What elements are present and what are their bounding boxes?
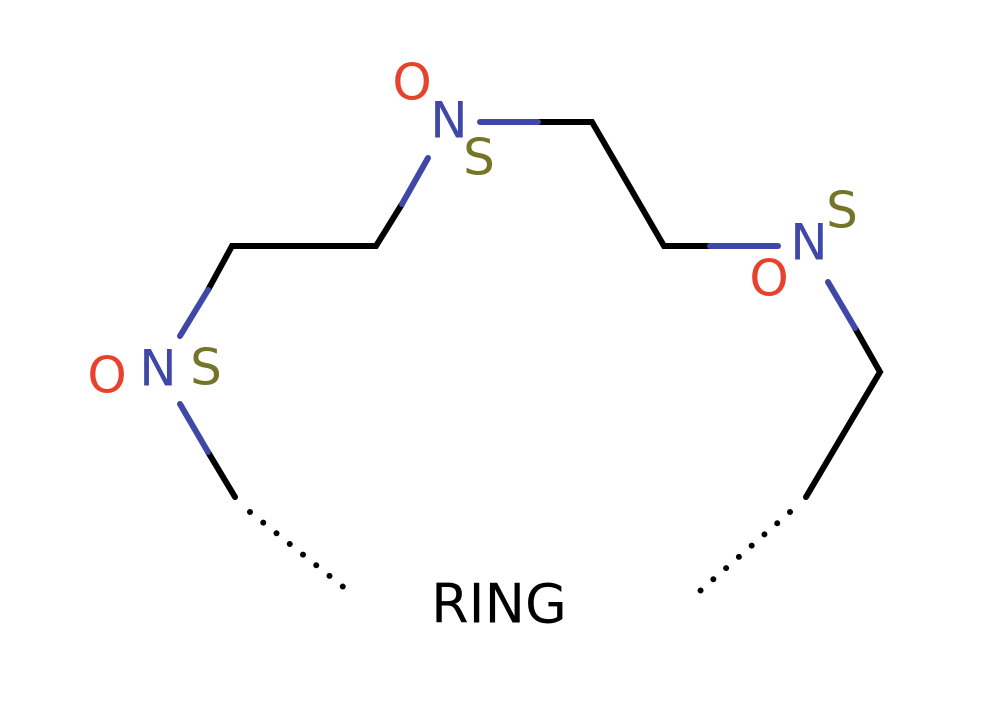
ring-continuation <box>247 509 793 601</box>
nitrogen-bonds <box>177 119 858 455</box>
bond-n2-left <box>399 155 431 207</box>
atom-oxygen-2: O <box>392 54 431 112</box>
dotted-bond-left <box>247 509 355 597</box>
atom-nitrogen-2: N <box>430 92 467 150</box>
atom-nitrogen-3: N <box>790 214 827 272</box>
bond-left-lower <box>205 449 238 500</box>
dotted-bond-right <box>689 509 793 601</box>
bond-n1-upper <box>177 287 211 339</box>
carbon-bonds <box>205 119 884 500</box>
atom-sulfur-1: S <box>190 339 222 397</box>
atom-sulfur-2: S <box>463 129 495 187</box>
bond-top-chain <box>535 119 713 249</box>
atom-labels: O N S O N S O N S <box>87 54 858 405</box>
bond-n1-lower <box>177 401 211 455</box>
atom-oxygen-1: O <box>87 347 126 405</box>
bond-right-chain <box>803 325 884 500</box>
bond-n3-lower <box>825 279 858 331</box>
atom-nitrogen-1: N <box>139 340 176 398</box>
bond-left-upper <box>205 201 405 293</box>
atom-oxygen-3: O <box>749 250 788 308</box>
atom-sulfur-3: S <box>826 182 858 240</box>
ring-label: RING <box>431 573 567 636</box>
